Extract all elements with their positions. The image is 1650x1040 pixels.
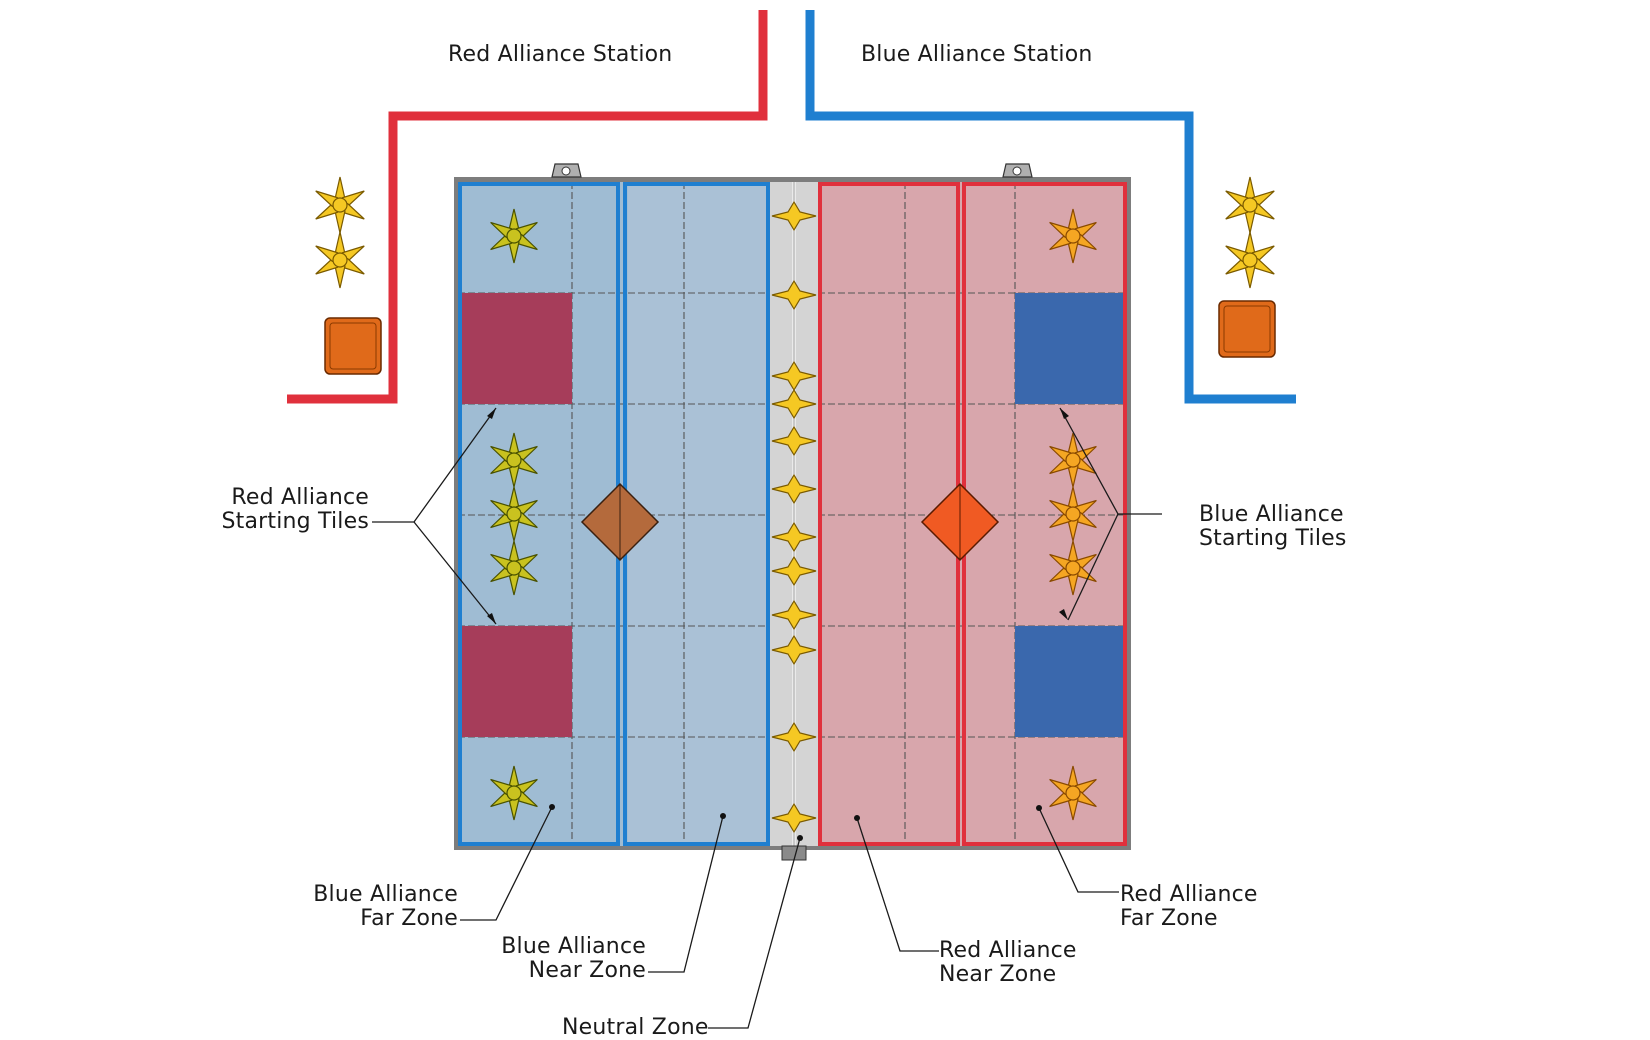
callout-line: Far Zone xyxy=(360,906,458,931)
cube-icon xyxy=(324,317,382,375)
red-starting-tile-top xyxy=(460,293,572,404)
blue-starting-tile-bottom xyxy=(1015,626,1125,737)
callout-line: Blue Alliance xyxy=(501,934,646,959)
callout-line: Far Zone xyxy=(1120,906,1218,931)
blue-station-label: Blue Alliance Station xyxy=(861,42,1093,67)
cube-icon xyxy=(1218,300,1276,358)
callout-line: Starting Tiles xyxy=(1199,526,1347,551)
red-far-zone-label: Red Alliance Far Zone xyxy=(1120,883,1258,931)
callout-line: Red Alliance xyxy=(1120,882,1258,907)
goal-diamond-icon xyxy=(580,482,660,562)
leader-lines xyxy=(372,407,1162,1029)
star-ring-icon xyxy=(312,231,368,289)
blue-starting-tiles-label: Blue Alliance Starting Tiles xyxy=(1199,503,1347,551)
blue-station-wall xyxy=(805,10,1296,404)
star-ring-icon xyxy=(1222,231,1278,289)
callout-line: Starting Tiles xyxy=(221,509,369,534)
callout-line: Blue Alliance xyxy=(1199,502,1344,527)
star-ring-icon xyxy=(312,176,368,234)
neutral-zone-label: Neutral Zone xyxy=(562,1015,709,1040)
callout-line: Red Alliance xyxy=(231,485,369,510)
callout-line: Red Alliance xyxy=(939,938,1077,963)
callout-line: Near Zone xyxy=(528,958,646,983)
callout-line: Blue Alliance xyxy=(313,882,458,907)
blue-starting-tile-top xyxy=(1015,293,1125,404)
blue-near-zone-label: Blue Alliance Near Zone xyxy=(480,935,646,983)
blue-far-zone-label: Blue Alliance Far Zone xyxy=(290,883,458,931)
goal-diamond-icon xyxy=(920,482,1000,562)
star-ring-icon xyxy=(1222,176,1278,234)
red-near-zone-label: Red Alliance Near Zone xyxy=(939,939,1077,987)
red-station-wall xyxy=(287,10,768,404)
red-starting-tile-bottom xyxy=(460,626,572,737)
callout-line: Near Zone xyxy=(939,962,1057,987)
red-starting-tiles-label: Red Alliance Starting Tiles xyxy=(214,486,369,534)
red-station-label: Red Alliance Station xyxy=(448,42,673,67)
